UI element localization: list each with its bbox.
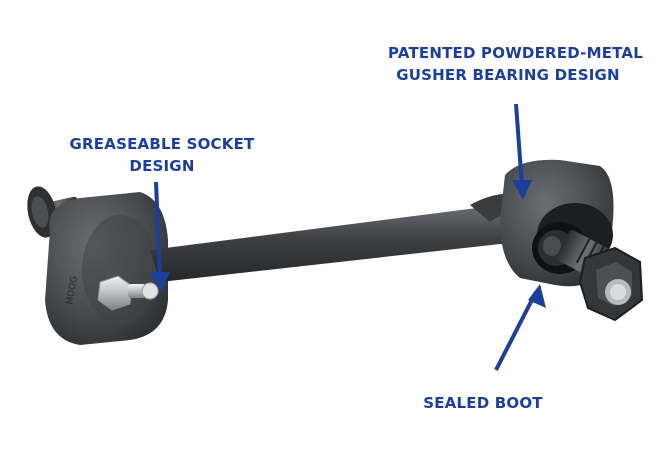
- bearing-callout-line2: GUSHER BEARING DESIGN: [396, 66, 620, 84]
- bearing-callout: PATENTED POWDERED-METAL GUSHER BEARING D…: [388, 42, 643, 86]
- right-stud-and-nut: [556, 230, 644, 322]
- boot-arrow-head: [528, 284, 546, 308]
- socket-callout-line2: DESIGN: [129, 157, 195, 175]
- boot-callout-line1: SEALED BOOT: [423, 394, 543, 412]
- bearing-callout-line1: PATENTED POWDERED-METAL: [388, 44, 643, 62]
- callout-arrows: [150, 103, 546, 371]
- socket-arrow-head: [150, 272, 170, 292]
- link-rod: [150, 193, 528, 282]
- svg-text:MOOG: MOOG: [65, 275, 80, 305]
- boot-callout: SEALED BOOT: [398, 392, 568, 414]
- socket-callout: GREASEABLE SOCKET DESIGN: [62, 133, 262, 177]
- socket-callout-line1: GREASEABLE SOCKET: [69, 135, 255, 153]
- grease-fitting: [97, 275, 159, 311]
- bearing-arrow-head: [512, 180, 532, 200]
- left-socket-housing: MOOG: [45, 192, 168, 345]
